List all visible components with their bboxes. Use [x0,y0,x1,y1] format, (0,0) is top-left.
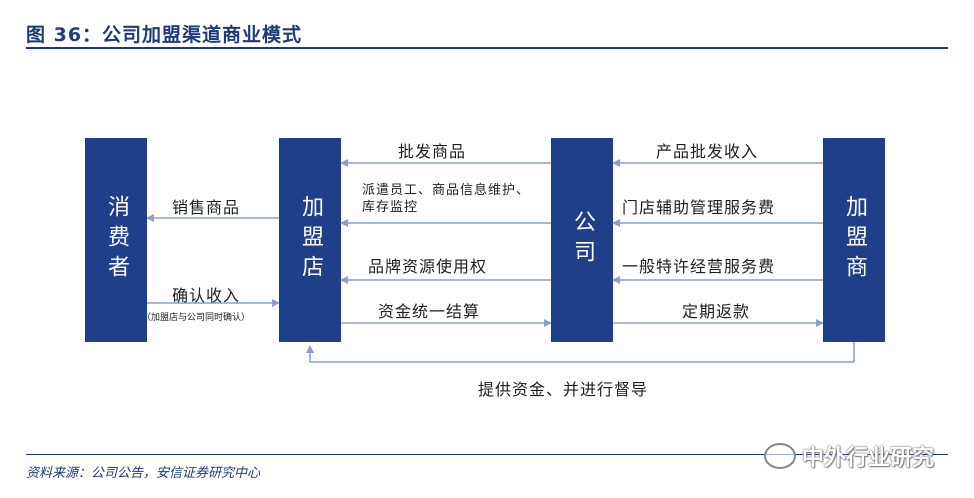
consumer-box: 消费者 [85,138,147,342]
company-box: 公司 [551,138,613,342]
store-box: 加盟店 [279,138,341,342]
store-label: 加盟店 [298,195,323,285]
watermark-text: 中外行业研究 [802,446,935,471]
label-wholesale-income: 产品批发收入 [656,142,759,161]
wechat-icon [764,443,796,469]
label-wholesale-goods: 批发商品 [398,142,467,161]
label-confirm-income: 确认收入 [172,286,241,305]
figure-title: 图 36：公司加盟渠道商业模式 [26,24,303,46]
watermark: 中外行业研究 [764,440,934,472]
label-sell-goods: 销售商品 [172,198,241,217]
company-label: 公司 [570,210,595,270]
label-fund-settlement: 资金统一结算 [378,302,481,321]
title-divider [26,47,948,49]
label-funding-supervision: 提供资金、并进行督导 [478,380,649,399]
label-periodic-refund: 定期返款 [682,302,751,321]
label-store-mgmt-fee: 门店辅助管理服务费 [622,198,776,217]
label-brand-usage: 品牌资源使用权 [368,257,488,276]
label-confirm-note: （加盟店与公司同时确认） [142,313,251,323]
label-dispatch-staff: 派遣员工、商品信息维护、库存监控 [362,183,531,215]
consumer-label: 消费者 [104,195,129,285]
arrow-funding-supervision [306,342,855,363]
source-note: 资料来源：公司公告，安信证券研究中心 [26,466,261,481]
franchisee-label: 加盟商 [842,195,867,285]
source-divider [26,454,948,455]
label-franchise-fee: 一般特许经营服务费 [622,257,776,276]
franchisee-box: 加盟商 [823,138,885,342]
